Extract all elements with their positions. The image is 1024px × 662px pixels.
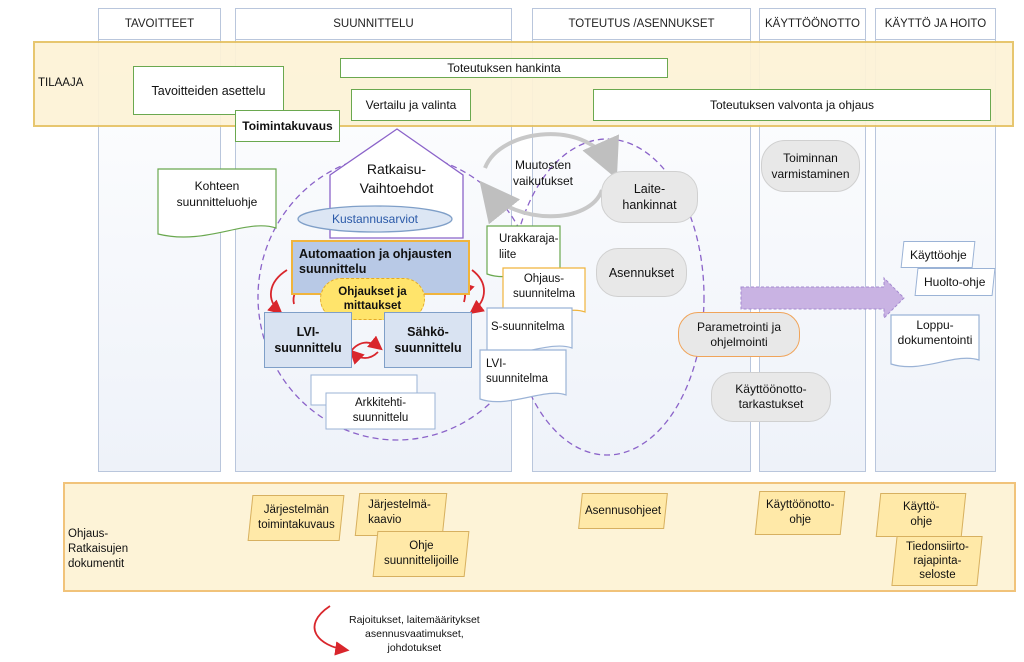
change-cycle-arrow-top xyxy=(483,132,619,179)
red-arrow-auto-lvi xyxy=(267,269,288,315)
toimintakuvaus-box: Toimintakuvaus xyxy=(235,110,340,142)
ohjaussuunnitelma-label: Ohjaus- suunnitelma xyxy=(512,273,575,300)
arkkitehti-suunnittelu-label: Arkkitehti- suunnittelu xyxy=(352,397,409,424)
red-arrow-auto-sahko xyxy=(469,269,485,315)
urakkarajaliite-label: Urakkaraja- liite xyxy=(499,233,559,261)
toteutuksen-valvonta-box: Toteutuksen valvonta ja ohjaus xyxy=(593,89,991,121)
tavoitteiden-asettelu-box: Tavoitteiden asettelu xyxy=(133,66,284,115)
lvi-suunnittelu-box: LVI- suunnittelu xyxy=(264,312,352,368)
column-header-tavoitteet: TAVOITTEET xyxy=(98,8,221,40)
arkkitehti-front xyxy=(325,392,436,430)
kayttoohje-doc: Käyttöohje xyxy=(900,241,976,268)
kayttoonottotarkastukset-pill: Käyttöönotto- tarkastukset xyxy=(711,372,831,422)
laitehankinnat-pill: Laite- hankinnat xyxy=(601,171,698,223)
kohteen-ohje-shape xyxy=(157,168,277,238)
asennusohjeet-doc: Asennusohjeet xyxy=(578,493,668,529)
kustannusarviot-label: Kustannusarviot xyxy=(331,212,419,226)
implementation-cycle-circle xyxy=(509,138,705,456)
column-header-suunnittelu: SUUNNITTELU xyxy=(235,8,512,40)
sahko-suunnittelu-box: Sähkö- suunnittelu xyxy=(384,312,472,368)
loppudokumentointi-label: Loppu- dokumentointi xyxy=(897,318,973,347)
kayttoonotto-ohje-doc: Käyttöönotto-ohje xyxy=(754,491,846,535)
legend-red-arrow xyxy=(313,605,350,656)
column-header-kayttoonotto: KÄYTTÖÖNOTTO xyxy=(759,8,866,40)
s-suunnitelma-label: S-suunnitelma xyxy=(491,321,565,333)
loppudokumentointi-doc xyxy=(890,314,980,368)
toteutuksen-hankinta-box: Toteutuksen hankinta xyxy=(340,58,668,78)
jarjestelmakaavio-doc: Järjestelmä-kaavio xyxy=(354,493,448,536)
muutosten-vaikutukset-label: Muutosten vaikutukset xyxy=(512,158,574,188)
huolto-ohje-doc: Huolto-ohje xyxy=(914,268,996,296)
red-arrow-lvi-sahko xyxy=(348,335,383,355)
column-header-kaytto: KÄYTTÖ JA HOITO xyxy=(875,8,996,40)
handover-arrow xyxy=(740,276,905,320)
column-header-toteutus: TOTEUTUS /ASENNUKSET xyxy=(532,8,751,40)
change-cycle-arrow-bottom xyxy=(479,180,604,225)
legend-text: Rajoitukset, laitemääritykset asennusvaa… xyxy=(349,614,480,654)
kaytto-ohje-doc: Käyttö-ohje xyxy=(875,493,967,537)
tilaaja-label: TILAAJA xyxy=(38,77,84,89)
documents-band xyxy=(63,482,1016,592)
ratkaisu-vaihtoehdot-label: Ratkaisu- Vaihtoehdot xyxy=(359,161,434,196)
kustannusarviot-ellipse xyxy=(297,205,453,233)
vertailu-ja-valinta-box: Vertailu ja valinta xyxy=(351,89,471,121)
tiedonsiirto-seloste-doc: Tiedonsiirto-rajapinta-seloste xyxy=(891,536,983,586)
asennukset-pill: Asennukset xyxy=(596,248,687,297)
documents-band-label: Ohjaus- Ratkaisujen dokumentit xyxy=(68,528,129,570)
parametrointi-pill: Parametrointi ja ohjelmointi xyxy=(678,312,800,357)
lvi-suunnitelma-doc xyxy=(479,349,567,403)
kohteen-suunnitteluohje-label: Kohteen suunnitteluohje xyxy=(176,179,258,209)
lvi-suunnitelma-label: LVI- suunnitelma xyxy=(486,358,549,385)
toiminnan-varmistaminen-pill: Toiminnan varmistaminen xyxy=(761,140,860,192)
red-arrow-sahko-lvi xyxy=(349,349,379,365)
